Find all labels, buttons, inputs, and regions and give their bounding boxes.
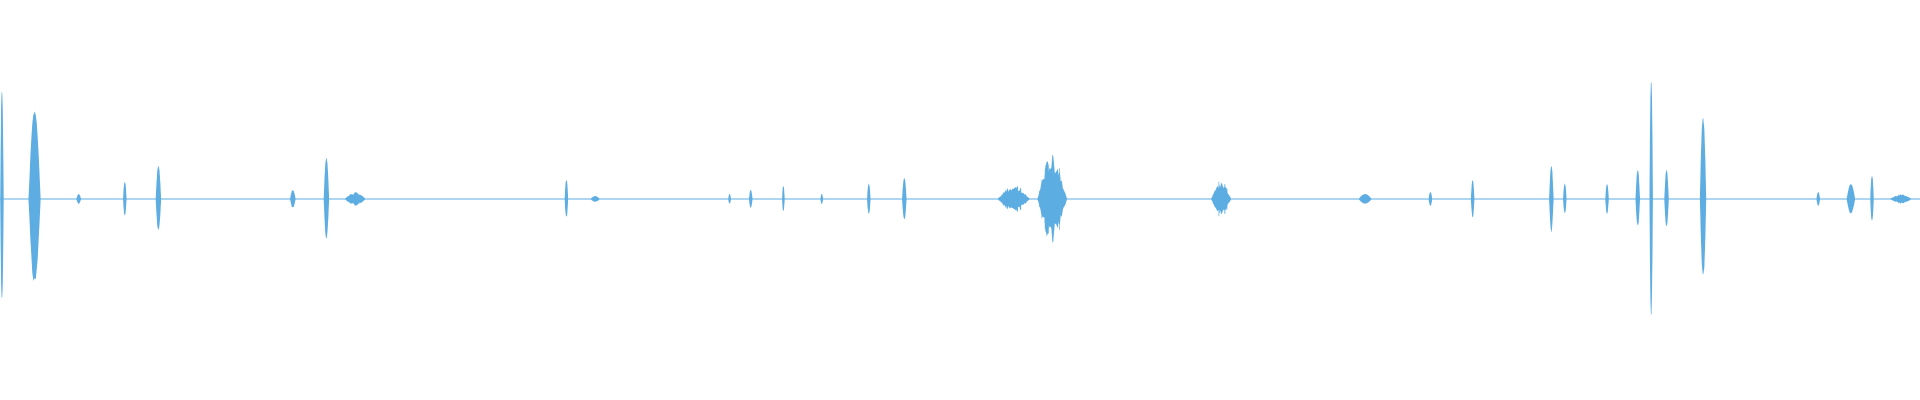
waveform-event [123,182,127,216]
waveform-event [820,193,824,205]
waveform-event [782,186,785,211]
waveform-event [1470,180,1475,218]
waveform-event [1846,183,1855,214]
waveform-event [1605,184,1609,215]
waveform-event [323,158,330,239]
waveform-events [0,82,1911,315]
waveform-event [1870,176,1874,221]
waveform-event [1816,191,1820,206]
waveform-event [28,111,41,282]
waveform-event [155,166,162,230]
waveform-event [1428,191,1433,207]
waveform-event [867,183,871,214]
waveform-event [1890,194,1911,204]
waveform-event [1635,170,1640,226]
waveform-event [591,196,600,202]
waveform-event [1649,82,1653,315]
waveform-event [0,92,4,298]
waveform-event [76,194,81,205]
waveform-event [290,189,296,208]
waveform-event [564,180,569,217]
waveform-event [749,189,753,209]
waveform-event [1549,166,1554,232]
waveform-event [1359,194,1372,204]
waveform-event [1699,118,1707,275]
waveform-event [902,178,907,220]
waveform-event [1563,183,1567,214]
waveform-event [728,193,731,204]
waveform-event [1664,170,1669,226]
